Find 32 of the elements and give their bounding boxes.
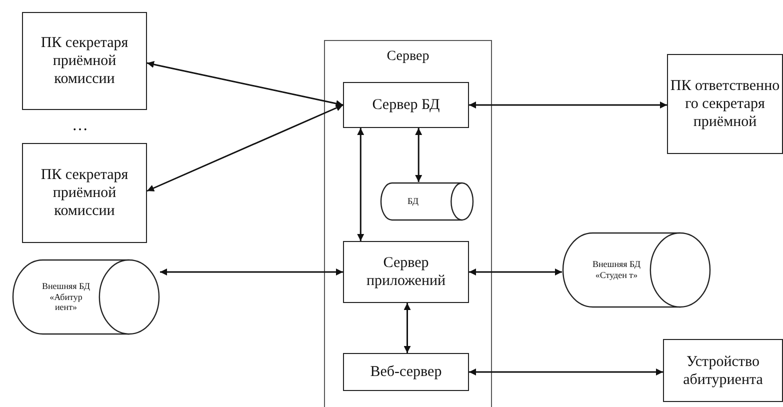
arrow	[160, 268, 343, 276]
database-cylinder	[562, 232, 711, 308]
node-label: Внешняя БД «Абитур иент»	[40, 280, 92, 314]
ellipsis-label: …	[72, 117, 90, 135]
process-box	[343, 353, 469, 391]
group-title: Сервер	[386, 49, 430, 66]
node-label: Сервер БД	[372, 96, 440, 114]
process-box	[22, 143, 147, 243]
process-box	[663, 339, 783, 402]
node-label: ПК секретаря приёмной комиссии	[40, 166, 130, 220]
arrow	[415, 128, 422, 182]
database-cylinder	[380, 182, 474, 221]
node-label: Веб-сервер	[370, 363, 442, 381]
node-label: БД	[406, 196, 420, 207]
database-cylinder	[12, 259, 160, 335]
arrow	[146, 61, 344, 107]
node-label: ПК ответственно го секретаря приёмной	[669, 77, 781, 131]
process-box	[22, 12, 147, 110]
arrow	[357, 128, 364, 241]
arrow	[146, 104, 344, 192]
node-label: Сервер приложений	[365, 254, 447, 290]
arrow	[469, 368, 663, 376]
process-box	[667, 54, 783, 154]
node-label: ПК секретаря приёмной комиссии	[40, 34, 130, 88]
node-label: Устройство абитуриента	[682, 352, 764, 388]
arrow	[404, 303, 411, 353]
process-box	[343, 241, 469, 303]
server-group-box	[324, 40, 492, 407]
arrow	[469, 102, 667, 108]
process-box	[343, 82, 469, 128]
node-label: Внешняя БД «Студен т»	[592, 259, 642, 281]
arrow	[469, 268, 562, 276]
